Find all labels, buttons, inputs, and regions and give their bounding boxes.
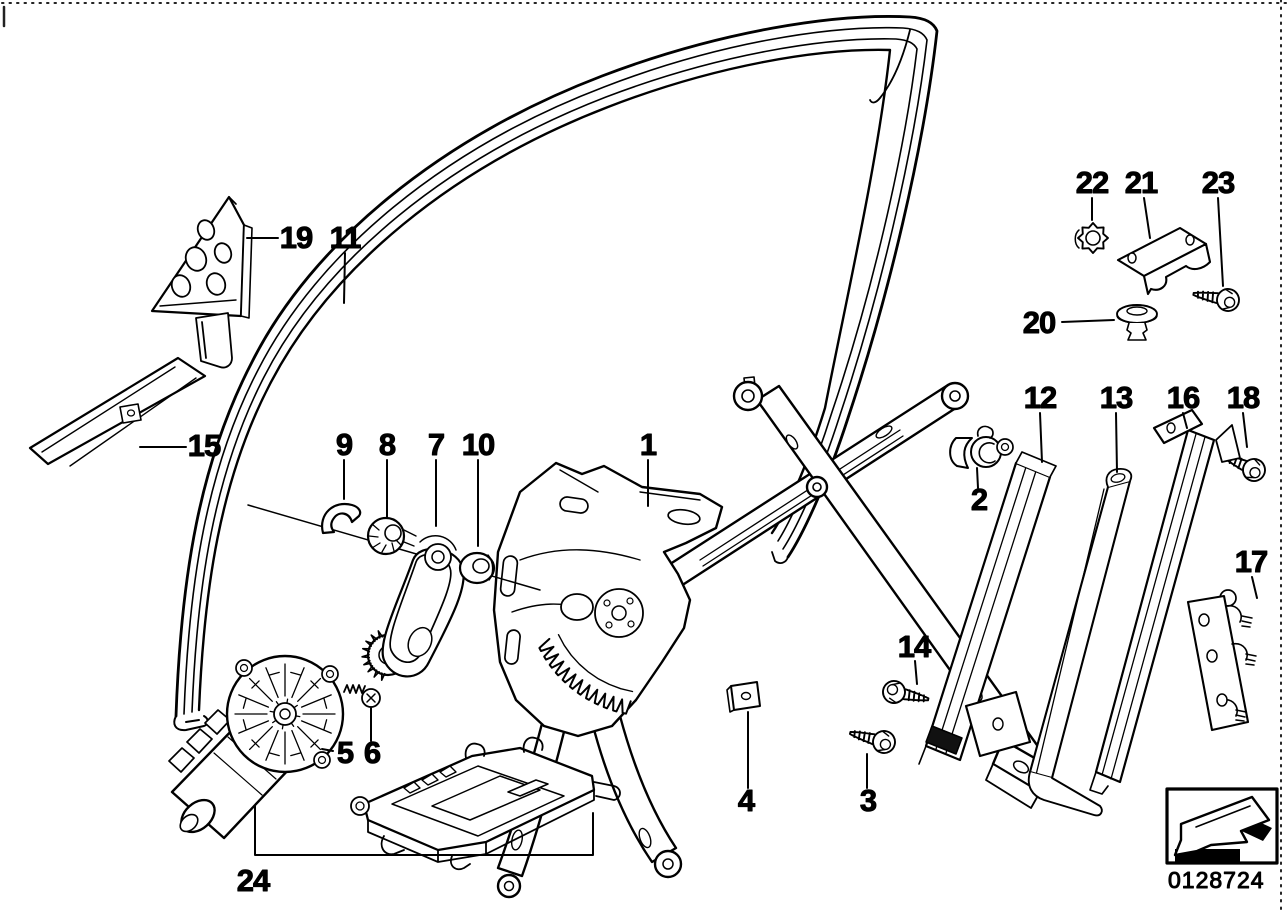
triangle-trim-strip xyxy=(28,356,207,467)
motor-screw xyxy=(343,684,381,708)
callout-15: 15 xyxy=(188,428,221,463)
callout-17: 17 xyxy=(1235,544,1267,579)
guide-rail-16 xyxy=(1089,408,1241,795)
guide-rail-seal-13 xyxy=(1027,468,1133,817)
crank-drive-parts xyxy=(247,502,541,681)
callout-5: 5 xyxy=(337,735,354,770)
callout-8: 8 xyxy=(379,427,396,462)
glass-clamp-part-2 xyxy=(949,425,1014,469)
callout-10: 10 xyxy=(462,427,494,462)
callout-22: 22 xyxy=(1076,165,1108,200)
mirror-triangle-cover xyxy=(150,195,253,369)
callout-20: 20 xyxy=(1023,305,1055,340)
callout-labels: 1 2 3 4 5 6 7 8 9 10 11 12 13 14 15 16 1… xyxy=(187,165,1268,899)
window-motor xyxy=(168,654,345,840)
serrated-nut-part-22 xyxy=(1074,222,1109,254)
label-bracket-24 xyxy=(254,777,594,856)
callout-6: 6 xyxy=(364,735,381,770)
window-frame-seal xyxy=(173,15,939,732)
bolt-part-3 xyxy=(846,721,899,757)
clip-nut-part-4 xyxy=(726,681,761,713)
angle-bracket-part-21 xyxy=(1116,226,1212,296)
callout-11: 11 xyxy=(330,220,362,255)
callout-4: 4 xyxy=(738,783,756,818)
callout-24: 24 xyxy=(237,863,271,898)
trim-rivet-part-20 xyxy=(1116,304,1158,341)
callout-14: 14 xyxy=(898,629,932,664)
guide-rail-12 xyxy=(918,451,1057,765)
bolt-part-14 xyxy=(880,678,932,711)
leader-lines xyxy=(139,197,1258,789)
diagram-code: 0128724 xyxy=(1168,867,1265,893)
callout-16: 16 xyxy=(1167,380,1200,415)
callout-12: 12 xyxy=(1024,380,1056,415)
callout-3: 3 xyxy=(860,783,877,818)
callout-7: 7 xyxy=(428,427,444,462)
callout-19: 19 xyxy=(280,220,313,255)
callout-1: 1 xyxy=(640,427,657,462)
bolt-part-23 xyxy=(1190,282,1242,314)
callout-23: 23 xyxy=(1202,165,1235,200)
callout-9: 9 xyxy=(336,427,353,462)
callout-2: 2 xyxy=(971,482,987,517)
callout-18: 18 xyxy=(1227,380,1260,415)
callout-13: 13 xyxy=(1100,380,1133,415)
callout-21: 21 xyxy=(1125,165,1158,200)
nav-arrow-icon xyxy=(1165,787,1279,865)
rail-clamp-part-17 xyxy=(1186,589,1257,732)
control-module xyxy=(350,736,621,871)
